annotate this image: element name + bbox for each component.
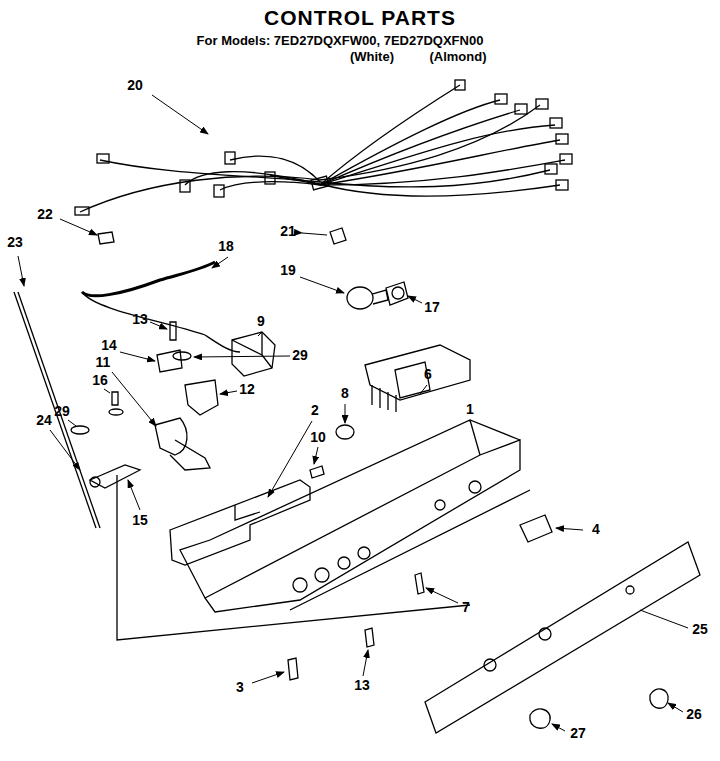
- callout-number: 13: [132, 312, 148, 327]
- callout-number: 21: [280, 224, 296, 239]
- callout-number: 10: [310, 430, 326, 445]
- callout-number: 2: [311, 403, 319, 418]
- callout-number: 18: [218, 239, 234, 254]
- callout-number: 1: [466, 402, 474, 417]
- callout-number: 4: [592, 522, 600, 537]
- callout-number: 12: [239, 382, 255, 397]
- callout-number: 25: [692, 622, 708, 637]
- color-note: (Almond): [429, 50, 486, 64]
- control-panel: [425, 542, 700, 733]
- callout-number: 6: [424, 367, 432, 382]
- capillary-tube: [14, 292, 96, 528]
- leader-lines: [18, 95, 688, 731]
- callout-number: 13: [354, 678, 370, 693]
- callout-number: 22: [37, 207, 53, 222]
- callout-number: 20: [127, 78, 143, 93]
- callout-number: 14: [101, 338, 117, 353]
- callout-number: 19: [280, 263, 296, 278]
- model-list: For Models: 7ED27DQXFW00, 7ED27DQXFN00: [197, 34, 484, 48]
- callout-number: 11: [96, 355, 111, 370]
- color-note: (White): [350, 50, 394, 64]
- callout-number: 29: [292, 348, 308, 363]
- callout-number: 16: [92, 373, 108, 388]
- callout-number: 23: [7, 235, 23, 250]
- callout-number: 24: [36, 413, 52, 428]
- callout-number: 8: [341, 386, 349, 401]
- control-housing: [180, 420, 530, 612]
- callout-number: 7: [462, 600, 470, 615]
- clip: [98, 232, 114, 244]
- callout-number: 3: [236, 680, 244, 695]
- callout-number: 26: [686, 707, 702, 722]
- callout-number: 27: [570, 726, 586, 741]
- diagram-title: CONTROL PARTS: [264, 6, 456, 29]
- callout-number: 9: [257, 314, 265, 329]
- callout-number: 29: [54, 404, 70, 419]
- callout-number: 17: [424, 300, 440, 315]
- callout-number: 15: [132, 513, 148, 528]
- wire-harness: [75, 80, 572, 215]
